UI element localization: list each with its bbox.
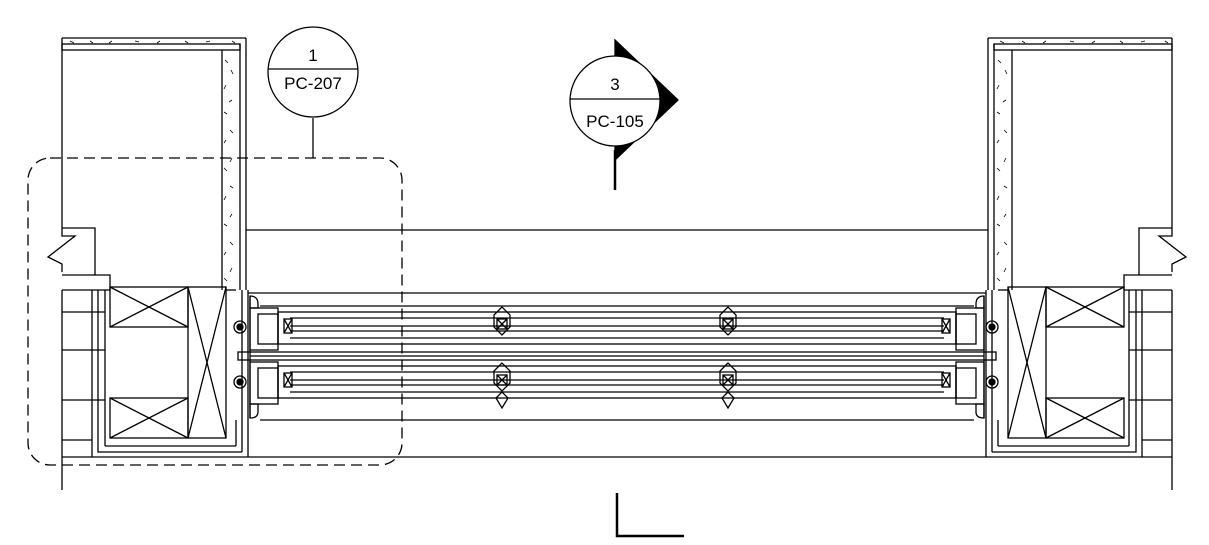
detail-callout[interactable]: 1 PC-207 bbox=[267, 26, 359, 118]
detail-boundary bbox=[27, 157, 403, 466]
opening-lines bbox=[246, 229, 988, 458]
corner-mark bbox=[615, 493, 684, 538]
glazing-blocks bbox=[493, 306, 737, 410]
window-assembly bbox=[233, 295, 999, 419]
section-callout-sheet: PC-105 bbox=[586, 112, 644, 131]
section-callout-number: 3 bbox=[610, 75, 619, 94]
detail-callout-number: 1 bbox=[308, 46, 317, 65]
right-insulation-hatch bbox=[996, 40, 1169, 282]
section-marker[interactable]: 3 PC-105 bbox=[569, 38, 679, 190]
left-insulation-hatch bbox=[69, 40, 236, 282]
detail-callout-sheet: PC-207 bbox=[284, 74, 342, 93]
right-wall bbox=[985, 37, 1188, 490]
left-wall bbox=[46, 37, 249, 490]
